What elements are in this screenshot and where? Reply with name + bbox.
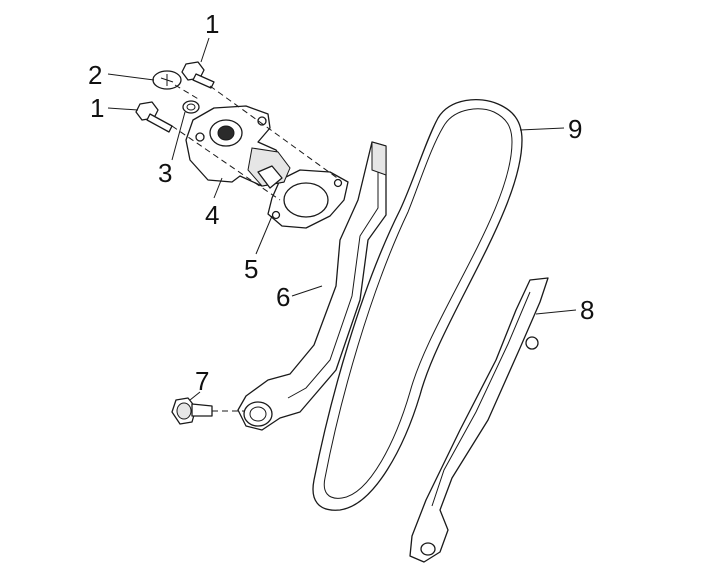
callout-3: 3: [158, 158, 172, 188]
callout-8: 8: [580, 295, 594, 325]
bolt-upper: [181, 61, 215, 89]
pivot-bolt: [171, 397, 213, 425]
callout-5: 5: [244, 254, 258, 284]
tensioner-guide: [237, 141, 387, 431]
gasket: [267, 169, 349, 229]
callout-4: 4: [205, 200, 219, 230]
o-ring: [182, 100, 200, 114]
callout-labels: 1 2 1 3 4 5 6 7 8 9: [88, 9, 594, 396]
chain-tensioner: [185, 105, 291, 189]
fixed-chain-guide: [409, 277, 549, 563]
assembly-axes: [171, 84, 341, 412]
timing-chain: [312, 98, 523, 511]
leader-lines: [107, 37, 577, 401]
callout-2: 2: [88, 60, 102, 90]
callout-6: 6: [276, 282, 290, 312]
callout-7: 7: [195, 366, 209, 396]
bolt-lower: [135, 101, 173, 133]
cap-bolt: [152, 70, 182, 90]
callout-1-lower: 1: [90, 93, 104, 123]
callout-9: 9: [568, 114, 582, 144]
callout-1-upper: 1: [205, 9, 219, 39]
